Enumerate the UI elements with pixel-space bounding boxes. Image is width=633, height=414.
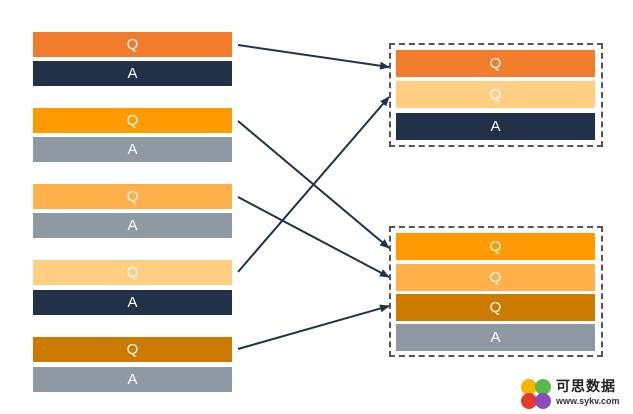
group-1-box — [389, 43, 603, 147]
pair3-answer: A — [33, 213, 232, 238]
watermark-url: www.sykv.com — [556, 396, 620, 406]
group1-row1: Q — [396, 50, 595, 77]
watermark-title: 可思数据 — [556, 378, 616, 394]
pair5-question: Q — [33, 337, 232, 362]
pair1-question: Q — [33, 32, 232, 57]
watermark-logo-icon — [521, 379, 551, 409]
pair3-question: Q — [33, 184, 232, 209]
pair2-answer: A — [33, 137, 232, 162]
pair1-answer: A — [33, 61, 232, 86]
pair4-question: Q — [33, 260, 232, 285]
arrow-pair5-to-group2 — [237, 304, 390, 350]
pair4-answer: A — [33, 290, 232, 315]
arrow-pair1-to-group1 — [237, 44, 390, 70]
arrow-pair4-to-group1 — [237, 96, 390, 273]
group1-row2: Q — [396, 81, 595, 108]
group2-row1: Q — [396, 233, 595, 260]
arrow-pair3-to-group2 — [237, 196, 390, 278]
group-2-box — [389, 226, 603, 357]
group2-row3: Q — [396, 294, 595, 321]
watermark: 可思数据 www.sykv.com — [518, 376, 630, 412]
group2-row2: Q — [396, 264, 595, 291]
group2-row4: A — [396, 324, 595, 351]
group1-row3: A — [396, 113, 595, 140]
pair5-answer: A — [33, 367, 232, 392]
pair2-question: Q — [33, 108, 232, 133]
